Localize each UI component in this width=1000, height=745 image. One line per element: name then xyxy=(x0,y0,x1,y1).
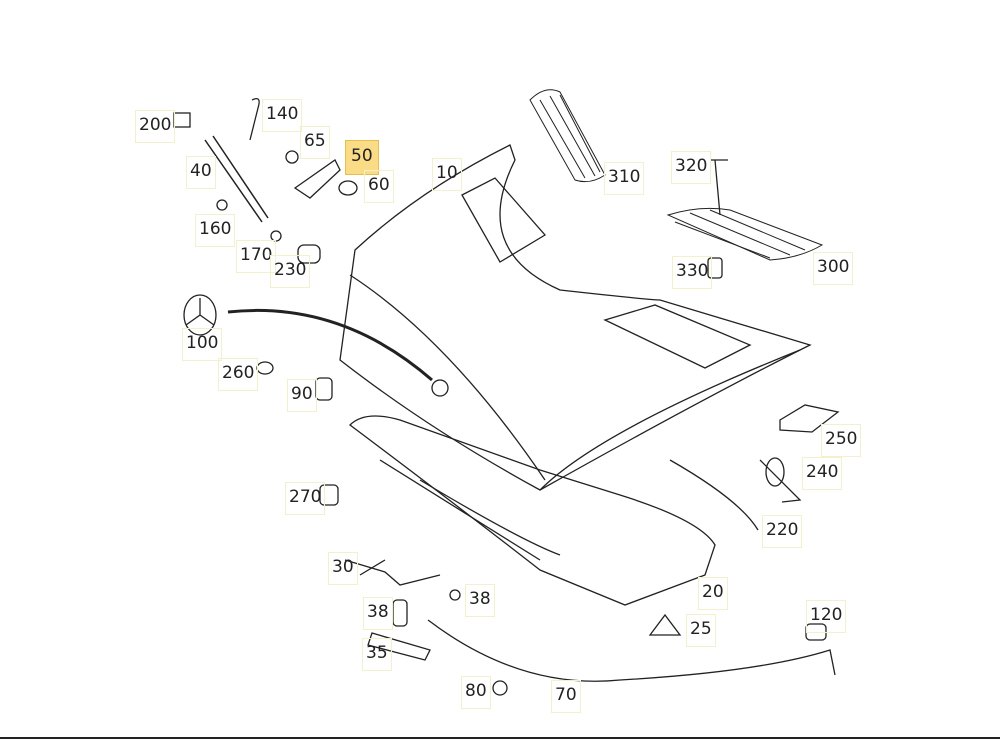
part-label-270[interactable]: 270 xyxy=(285,482,326,515)
grille-300 xyxy=(666,207,824,261)
part-label-170[interactable]: 170 xyxy=(236,240,277,273)
part-label-320[interactable]: 320 xyxy=(671,151,712,184)
part-label-38-bolt[interactable]: 38 xyxy=(363,597,393,630)
star-emblem-icon xyxy=(183,294,217,336)
part-label-40[interactable]: 40 xyxy=(186,156,216,189)
part-label-38-screw[interactable]: 38 xyxy=(465,584,495,617)
part-label-160[interactable]: 160 xyxy=(195,214,236,247)
part-label-120[interactable]: 120 xyxy=(806,600,847,633)
part-label-100[interactable]: 100 xyxy=(182,328,223,361)
release-cable xyxy=(427,619,836,682)
part-label-90[interactable]: 90 xyxy=(287,379,317,412)
part-label-200[interactable]: 200 xyxy=(135,110,176,143)
bottom-divider xyxy=(0,737,1000,739)
part-label-220[interactable]: 220 xyxy=(762,515,803,548)
part-label-260[interactable]: 260 xyxy=(218,358,259,391)
hood-vent-left xyxy=(461,177,547,263)
hood-inner-panel xyxy=(349,415,716,606)
part-label-80[interactable]: 80 xyxy=(461,676,491,709)
hood-vent-right xyxy=(603,304,752,369)
part-label-230[interactable]: 230 xyxy=(270,255,311,288)
part-label-25[interactable]: 25 xyxy=(686,614,716,647)
part-label-310[interactable]: 310 xyxy=(604,162,645,195)
part-label-65[interactable]: 65 xyxy=(300,126,330,159)
part-label-330[interactable]: 330 xyxy=(672,256,713,289)
hinge xyxy=(293,159,341,199)
part-label-60[interactable]: 60 xyxy=(364,170,394,203)
part-label-35[interactable]: 35 xyxy=(362,638,392,671)
support-rod xyxy=(204,135,269,223)
part-label-250[interactable]: 250 xyxy=(821,424,862,457)
emblem-arrow xyxy=(227,308,433,382)
part-label-300[interactable]: 300 xyxy=(813,252,854,285)
part-label-140[interactable]: 140 xyxy=(262,99,303,132)
part-label-10[interactable]: 10 xyxy=(432,158,462,191)
part-label-240[interactable]: 240 xyxy=(802,457,843,490)
hood-panel xyxy=(339,144,812,491)
grille-310 xyxy=(529,89,606,183)
part-label-30[interactable]: 30 xyxy=(328,552,358,585)
part-label-50-highlighted[interactable]: 50 xyxy=(345,140,379,175)
part-label-70[interactable]: 70 xyxy=(551,680,581,713)
part-label-20[interactable]: 20 xyxy=(698,577,728,610)
